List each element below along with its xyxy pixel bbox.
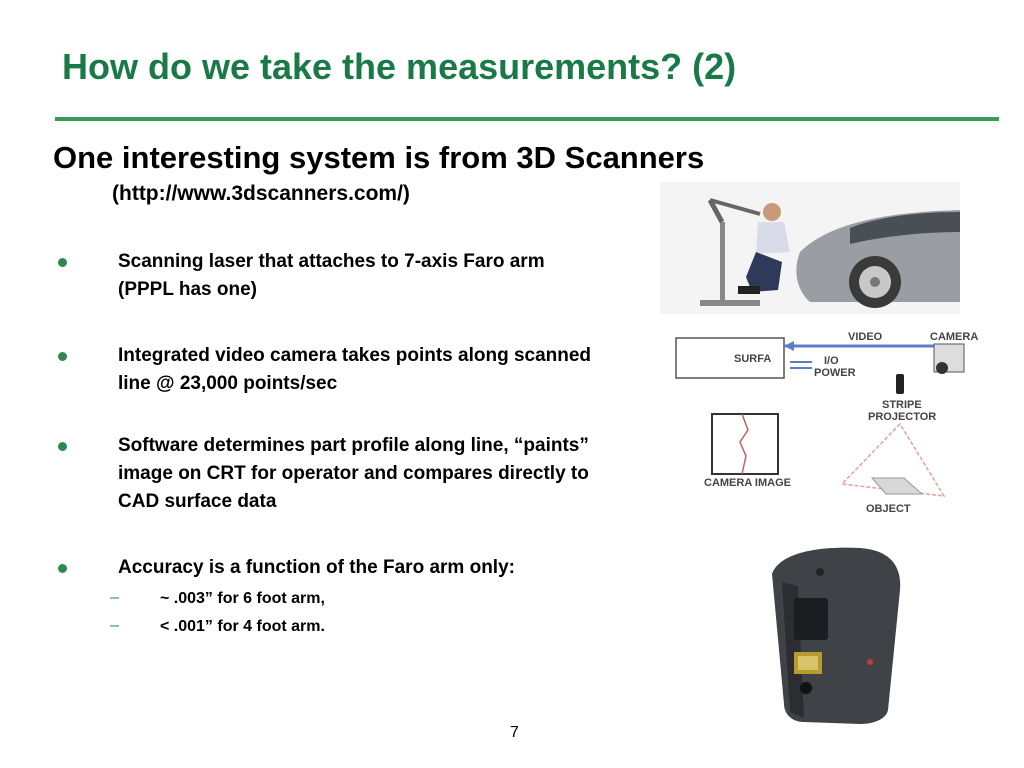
sub-bullet-text: ~ .003” for 6 foot arm, (160, 590, 325, 607)
stripe-projector-shape (896, 374, 904, 394)
camera-label: CAMERA (930, 331, 978, 343)
sub-bullet-text: < .001” for 4 foot arm. (160, 618, 325, 635)
power-label: POWER (814, 367, 856, 379)
bullet-dot-icon (58, 352, 67, 361)
slide-subtitle: One interesting system is from 3D Scanne… (53, 140, 705, 175)
bullet-text: Integrated video camera takes points alo… (118, 345, 592, 394)
io-label: I/O (824, 355, 839, 367)
scanner-principle-diagram: SURFA VIDEO CAMERA I/O POWER STRIPE PROJ… (675, 331, 978, 515)
slide-title: How do we take the measurements? (2) (62, 46, 737, 87)
dash-icon: – (110, 617, 119, 634)
projector-label: PROJECTOR (868, 411, 936, 423)
camera-image-label: CAMERA IMAGE (704, 477, 791, 489)
surface-label: SURFA (734, 353, 771, 365)
bullet-text: Accuracy is a function of the Faro arm o… (118, 557, 515, 578)
bullet-dot-icon (58, 258, 67, 267)
scanner-device-photo (772, 547, 901, 724)
object-label: OBJECT (866, 503, 911, 515)
bullet-dot-icon (58, 564, 67, 573)
bullet-text: Software determines part profile along l… (118, 435, 589, 512)
object-shape (870, 477, 924, 495)
page-number: 7 (510, 724, 519, 741)
dash-icon: – (110, 589, 119, 606)
bullet-dot-icon (58, 442, 67, 451)
surface-box (675, 337, 785, 379)
video-label: VIDEO (848, 331, 883, 343)
car-scanning-photo (660, 182, 960, 314)
title-divider (55, 117, 999, 121)
stripe-label: STRIPE (882, 399, 922, 411)
bullet-text: Scanning laser that attaches to 7-axis F… (118, 251, 545, 300)
camera-image-box (711, 413, 779, 475)
company-url: (http://www.3dscanners.com/) (112, 182, 410, 205)
